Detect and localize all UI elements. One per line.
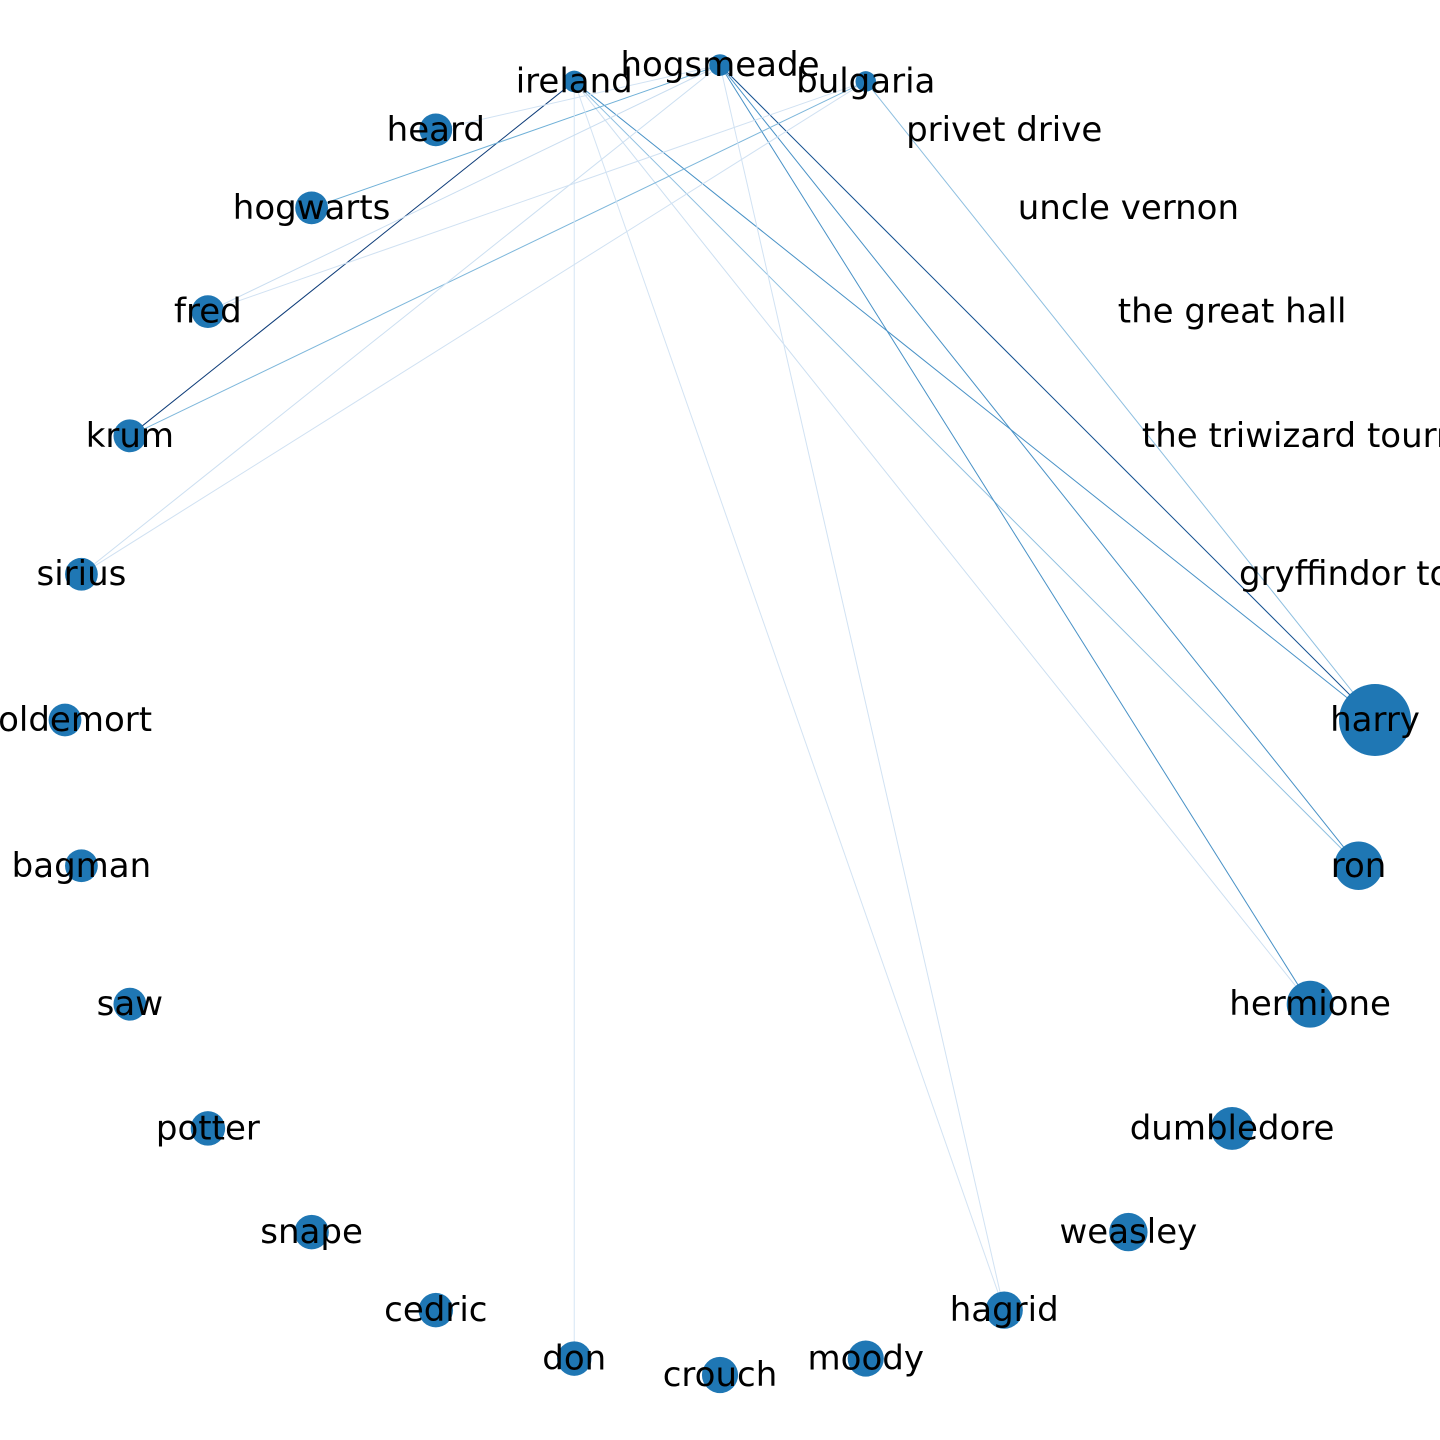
node-crouch bbox=[701, 1356, 739, 1394]
label-layer: harry gryffindor tow the triwizard tourna t… bbox=[0, 45, 1440, 1395]
node-label-greathall: the great hall bbox=[1118, 292, 1347, 332]
edge-layer bbox=[81, 64, 1376, 1359]
edge-ron-ireland bbox=[573, 81, 1359, 867]
node-label-saw: saw bbox=[97, 984, 163, 1024]
node-ron bbox=[1334, 841, 1383, 890]
node-don bbox=[557, 1341, 592, 1376]
node-label-hogwarts: hogwarts bbox=[233, 188, 391, 228]
node-potter bbox=[190, 1111, 226, 1146]
node-bagman bbox=[65, 849, 98, 883]
node-label-ron: ron bbox=[1331, 846, 1387, 886]
node-label-snape: snape bbox=[260, 1212, 363, 1252]
node-label-voldemort: voldemort bbox=[0, 700, 152, 740]
node-dumbledore bbox=[1210, 1106, 1254, 1150]
node-hogsmeade bbox=[709, 54, 731, 76]
node-label-dumbledore: dumbledore bbox=[1130, 1108, 1335, 1148]
node-label-bagman: bagman bbox=[12, 846, 152, 886]
edge-krum-bulgaria bbox=[129, 80, 866, 437]
node-label-don: don bbox=[542, 1339, 606, 1379]
node-label-sirius: sirius bbox=[36, 554, 126, 594]
node-label-hermione: hermione bbox=[1229, 984, 1391, 1024]
node-heard bbox=[419, 113, 453, 147]
node-label-moody: moody bbox=[808, 1339, 924, 1379]
node-moody bbox=[847, 1340, 884, 1377]
edge-hermione-ireland bbox=[573, 81, 1311, 1005]
node-layer bbox=[48, 54, 1411, 1394]
edge-hogwarts-hogsmeade bbox=[311, 64, 721, 209]
node-sirius bbox=[65, 557, 98, 591]
node-label-gryffindor: gryffindor tow bbox=[1239, 554, 1440, 594]
node-label-ireland: ireland bbox=[516, 61, 633, 101]
edge-heard-hogsmeade bbox=[435, 64, 721, 131]
node-label-vernon: uncle vernon bbox=[1018, 188, 1239, 228]
node-label-weasley: weasley bbox=[1060, 1212, 1198, 1252]
edge-hagrid-hogsmeade bbox=[719, 64, 1005, 1311]
node-label-cedric: cedric bbox=[384, 1290, 487, 1330]
node-weasley bbox=[1109, 1212, 1148, 1252]
node-cedric bbox=[418, 1292, 454, 1328]
edge-sirius-bulgaria bbox=[81, 80, 867, 575]
node-label-bulgaria: bulgaria bbox=[796, 61, 935, 101]
edge-hagrid-ireland bbox=[573, 81, 1005, 1311]
node-label-hagrid: hagrid bbox=[950, 1290, 1059, 1330]
node-fred bbox=[191, 295, 225, 329]
node-bulgaria bbox=[855, 71, 876, 92]
node-label-crouch: crouch bbox=[663, 1355, 778, 1395]
node-voldemort bbox=[48, 703, 82, 737]
node-label-fred: fred bbox=[174, 292, 242, 332]
edge-ron-hogsmeade bbox=[719, 64, 1359, 867]
node-hagrid bbox=[985, 1291, 1023, 1329]
node-label-hogsmeade: hogsmeade bbox=[620, 45, 819, 85]
node-label-privet: privet drive bbox=[906, 110, 1102, 150]
edge-krum-ireland bbox=[129, 81, 575, 437]
edge-harry-bulgaria bbox=[865, 81, 1376, 721]
node-snape bbox=[294, 1214, 329, 1250]
node-harry bbox=[1339, 684, 1411, 756]
node-hogwarts bbox=[295, 191, 329, 225]
node-label-harry: harry bbox=[1330, 700, 1420, 740]
edge-fred-hogsmeade bbox=[207, 64, 721, 313]
edge-harry-ireland bbox=[573, 81, 1376, 721]
node-ireland bbox=[563, 70, 586, 93]
node-label-heard: heard bbox=[387, 110, 485, 150]
node-krum bbox=[113, 419, 147, 453]
node-label-krum: krum bbox=[86, 416, 174, 456]
node-label-triwizard: the triwizard tourna bbox=[1142, 416, 1440, 456]
edge-fred-bulgaria bbox=[207, 80, 866, 313]
edge-hermione-hogsmeade bbox=[719, 64, 1311, 1005]
node-label-potter: potter bbox=[156, 1108, 260, 1148]
node-hermione bbox=[1286, 980, 1334, 1028]
edge-sirius-hogsmeade bbox=[81, 64, 721, 575]
node-saw bbox=[113, 987, 147, 1021]
edge-harry-hogsmeade bbox=[719, 64, 1376, 721]
